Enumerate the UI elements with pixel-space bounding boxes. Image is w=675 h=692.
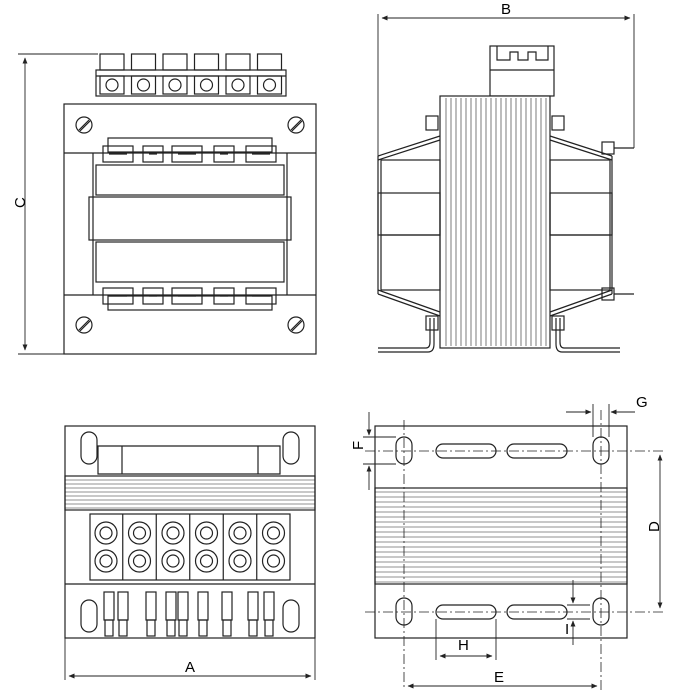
terminal-icon [228,521,252,545]
front-frame [63,103,317,355]
screw-icon [287,116,305,134]
terminal-icon [105,78,119,92]
terminal-icon [168,78,182,92]
dim-label-g: G [636,394,648,411]
screw-icon [75,116,93,134]
dim-label-c: C [12,197,29,208]
front-view [63,53,317,355]
terminal-icon [161,549,185,573]
dimension-f [363,412,396,490]
terminal-screw-housing [225,53,251,71]
screw-icon [75,316,93,334]
terminal-icon [199,78,214,92]
dim-label-h: H [458,637,469,654]
terminal-icon [261,521,286,545]
terminal-icon [127,521,152,545]
winding-tab [213,287,235,305]
winding-tab [245,145,277,163]
terminal-icon [127,549,152,573]
dim-label-d: D [646,521,663,532]
terminal-icon [262,78,277,92]
terminal-screw-housing [256,53,283,71]
dim-label-a: A [185,659,195,676]
dimension-b [377,14,635,156]
dimension-g [566,404,635,437]
dimension-h [435,619,497,660]
dimension-a [64,638,316,680]
dimension-c [18,53,98,355]
terminal-strip [95,53,287,97]
terminal-icon [194,549,219,573]
bottom-view [64,425,316,639]
dim-label-e: E [494,669,504,686]
terminal-screw-housing [162,53,188,71]
winding-tab [171,145,203,163]
terminal-screw-housing [193,53,220,71]
terminal-icon [261,549,286,573]
plan-view [365,410,665,690]
winding-tab [142,145,164,163]
winding-tab [171,287,203,305]
terminal-icon [194,521,219,545]
terminal-screw-housing [130,53,157,71]
screw-icon [287,316,305,334]
winding-tab [245,287,277,305]
terminal-icon [228,549,252,573]
winding-tab [142,287,164,305]
terminal-icon [136,78,151,92]
dim-label-i: I [565,621,569,638]
terminal-icon [231,78,245,92]
dim-label-b: B [501,1,511,18]
terminal-icon [94,521,118,545]
terminal-screw-housing [99,53,125,71]
winding-tab [102,145,134,163]
terminal-icon [94,549,118,573]
side-view [377,45,634,353]
dim-label-f: F [350,441,367,450]
terminal-icon [161,521,185,545]
winding-tab [213,145,235,163]
winding-tab [102,287,134,305]
dimension-i [567,580,590,645]
